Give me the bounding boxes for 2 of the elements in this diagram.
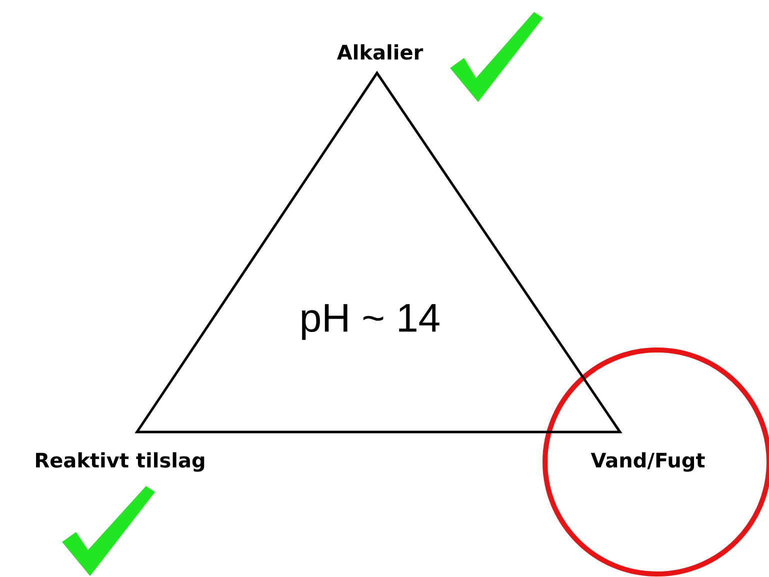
vertex-label: Reaktivt tilslag: [36, 452, 204, 472]
vertex-label: Vand/Fugt: [590, 452, 705, 472]
